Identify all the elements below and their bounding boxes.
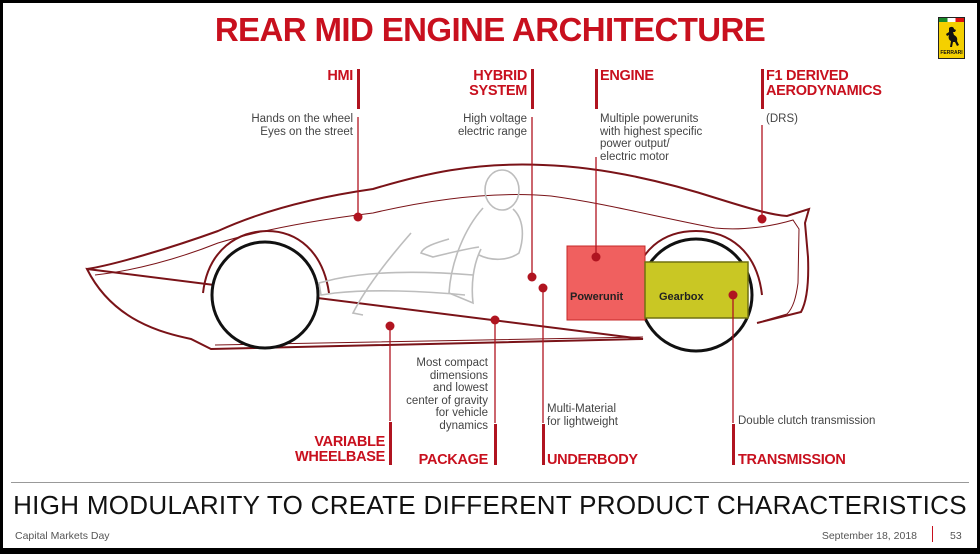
slide: REAR MID ENGINE ARCHITECTURE FERRARI <box>3 3 977 548</box>
divider-line <box>11 482 969 483</box>
hmi-heading: HMI <box>327 68 353 84</box>
slide-title: REAR MID ENGINE ARCHITECTURE <box>214 11 766 48</box>
logo-wordmark: FERRARI <box>940 50 963 56</box>
powerunit-label: Powerunit <box>570 291 624 303</box>
aero-bar <box>761 69 764 109</box>
transmission-bar <box>732 424 735 465</box>
front-wheel <box>210 240 320 350</box>
page-number: 53 <box>950 530 962 542</box>
package-heading: PACKAGE <box>418 452 489 468</box>
package-bar <box>494 424 497 465</box>
ferrari-logo: FERRARI <box>938 17 965 59</box>
hybrid-bar <box>531 69 534 109</box>
leader-dots <box>353 212 767 331</box>
car-diagram <box>85 117 811 423</box>
wheelbase-bar <box>389 422 392 465</box>
gearbox-label: Gearbox <box>659 291 704 303</box>
transmission-heading: TRANSMISSION <box>738 452 846 468</box>
car-body-outline <box>85 163 811 351</box>
prancing-horse-icon <box>946 26 959 47</box>
leader-lines <box>357 117 763 423</box>
underbody-bar <box>542 424 545 465</box>
gearbox-box <box>644 261 749 319</box>
powerunit-box <box>566 245 646 321</box>
footer-event: Capital Markets Day <box>15 530 110 542</box>
slide-tagline: HIGH MODULARITY TO CREATE DIFFERENT PROD… <box>13 490 967 520</box>
engine-bar <box>595 69 598 109</box>
italian-flag-stripe <box>939 18 964 22</box>
front-wheel-arch <box>202 229 330 294</box>
transmission-description: Double clutch transmission <box>738 415 876 427</box>
underbody-heading: UNDERBODY <box>547 452 638 468</box>
hmi-bar <box>357 69 360 109</box>
driver-silhouette <box>318 169 524 316</box>
engine-heading: ENGINE <box>600 68 654 84</box>
footer-separator <box>932 526 933 542</box>
aero-description: (DRS) <box>766 113 798 125</box>
footer-date: September 18, 2018 <box>821 530 917 542</box>
